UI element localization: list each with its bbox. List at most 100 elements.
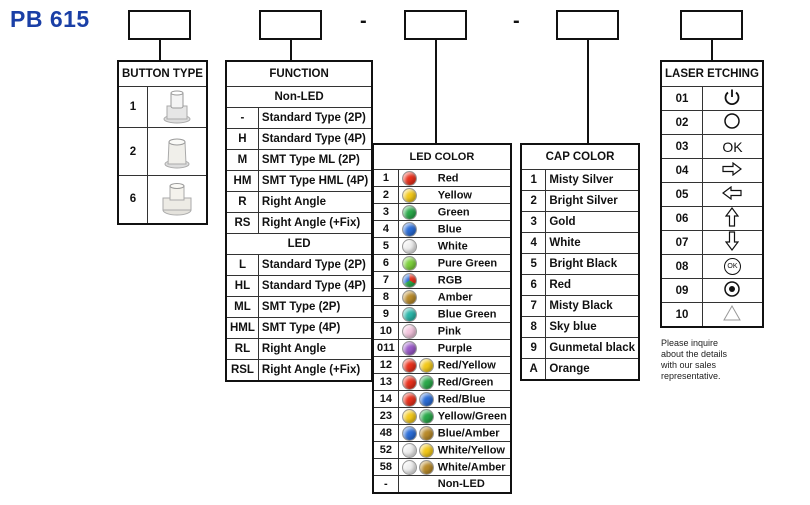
led-swatches — [401, 170, 438, 186]
function-code: RL — [225, 338, 259, 360]
table-row: 10 — [660, 302, 764, 328]
led-label: Pure Green — [437, 256, 498, 269]
led-code: 6 — [372, 254, 399, 272]
cap-code: 8 — [520, 316, 547, 338]
cap-code: 5 — [520, 253, 547, 275]
led-code: 011 — [372, 339, 399, 357]
led-label-cell: Purple — [397, 339, 512, 357]
led-swatches — [401, 408, 438, 424]
led-label-cell: RGB — [397, 271, 512, 289]
function-code: L — [225, 254, 259, 276]
led-swatch-icon — [401, 442, 417, 458]
led-swatches — [401, 272, 438, 288]
function-label: Right Angle (+Fix) — [257, 212, 373, 234]
function-code: HL — [225, 275, 259, 297]
led-swatches — [401, 187, 438, 203]
cap-code: A — [520, 358, 547, 381]
led-label-cell: Amber — [397, 288, 512, 306]
power-icon — [701, 86, 764, 111]
connector-line — [290, 40, 292, 60]
led-swatch-icon — [418, 408, 434, 424]
led-swatch-icon — [401, 170, 417, 186]
ok-circle-text: OK — [723, 258, 741, 275]
note-line: with our sales — [661, 360, 717, 370]
arrow-down-icon — [701, 230, 764, 255]
led-swatch-icon — [401, 204, 417, 220]
led-label-cell: Green — [397, 203, 512, 221]
table-row: 01 — [660, 86, 764, 111]
led-label: Blue — [437, 222, 462, 235]
laser-code: 10 — [660, 302, 703, 328]
led-swatch-icon — [401, 357, 417, 373]
separator-dash: - — [513, 10, 520, 32]
cap-label: Bright Black — [545, 253, 640, 275]
led-swatches — [401, 357, 438, 373]
led-label-cell: Non-LED — [397, 475, 512, 494]
led-code: 12 — [372, 356, 399, 374]
function-code: HM — [225, 170, 259, 192]
laser-code: 03 — [660, 134, 703, 159]
table-row: 3 Green — [372, 203, 512, 221]
table-row: 07 — [660, 230, 764, 255]
code-box-function — [259, 10, 322, 40]
led-swatches — [401, 306, 438, 322]
arrow-up-icon — [701, 206, 764, 231]
led-label: Green — [437, 205, 470, 218]
inquiry-note: Please inquire about the details with ou… — [661, 338, 727, 382]
led-color-header: LED COLOR — [372, 143, 512, 170]
cap-color-header: CAP COLOR — [520, 143, 640, 170]
function-code: - — [225, 107, 259, 129]
function-code: RSL — [225, 359, 259, 382]
led-label-cell: White/Yellow — [397, 441, 512, 459]
code-box-button-type — [128, 10, 191, 40]
code-box-cap-color — [556, 10, 619, 40]
function-label: SMT Type HML (4P) — [257, 170, 373, 192]
cap-label: Misty Black — [545, 295, 640, 317]
led-code: 3 — [372, 203, 399, 221]
led-swatch-icon — [401, 306, 417, 322]
section-label-non-led: Non-LED — [225, 86, 373, 108]
table-row: -Non-LED — [372, 475, 512, 494]
table-row: 09 — [660, 278, 764, 303]
led-swatches — [401, 238, 438, 254]
cap-label: Sky blue — [545, 316, 640, 338]
cap-code: 6 — [520, 274, 547, 296]
function-label: Standard Type (4P) — [257, 275, 373, 297]
table-row: -Standard Type (2P) — [225, 107, 373, 129]
connector-line — [435, 40, 437, 143]
led-label: Blue/Amber — [437, 426, 500, 439]
function-label: Right Angle — [257, 338, 373, 360]
led-label: Red/Green — [437, 375, 494, 388]
led-code: 9 — [372, 305, 399, 323]
led-swatch-icon — [418, 374, 434, 390]
cap-code: 4 — [520, 232, 547, 254]
led-label: RGB — [437, 273, 463, 286]
led-code: 23 — [372, 407, 399, 425]
connector-line — [711, 40, 713, 60]
led-swatches — [401, 323, 438, 339]
led-label-cell: Yellow/Green — [397, 407, 512, 425]
function-code: M — [225, 149, 259, 171]
led-label-cell: Yellow — [397, 186, 512, 204]
